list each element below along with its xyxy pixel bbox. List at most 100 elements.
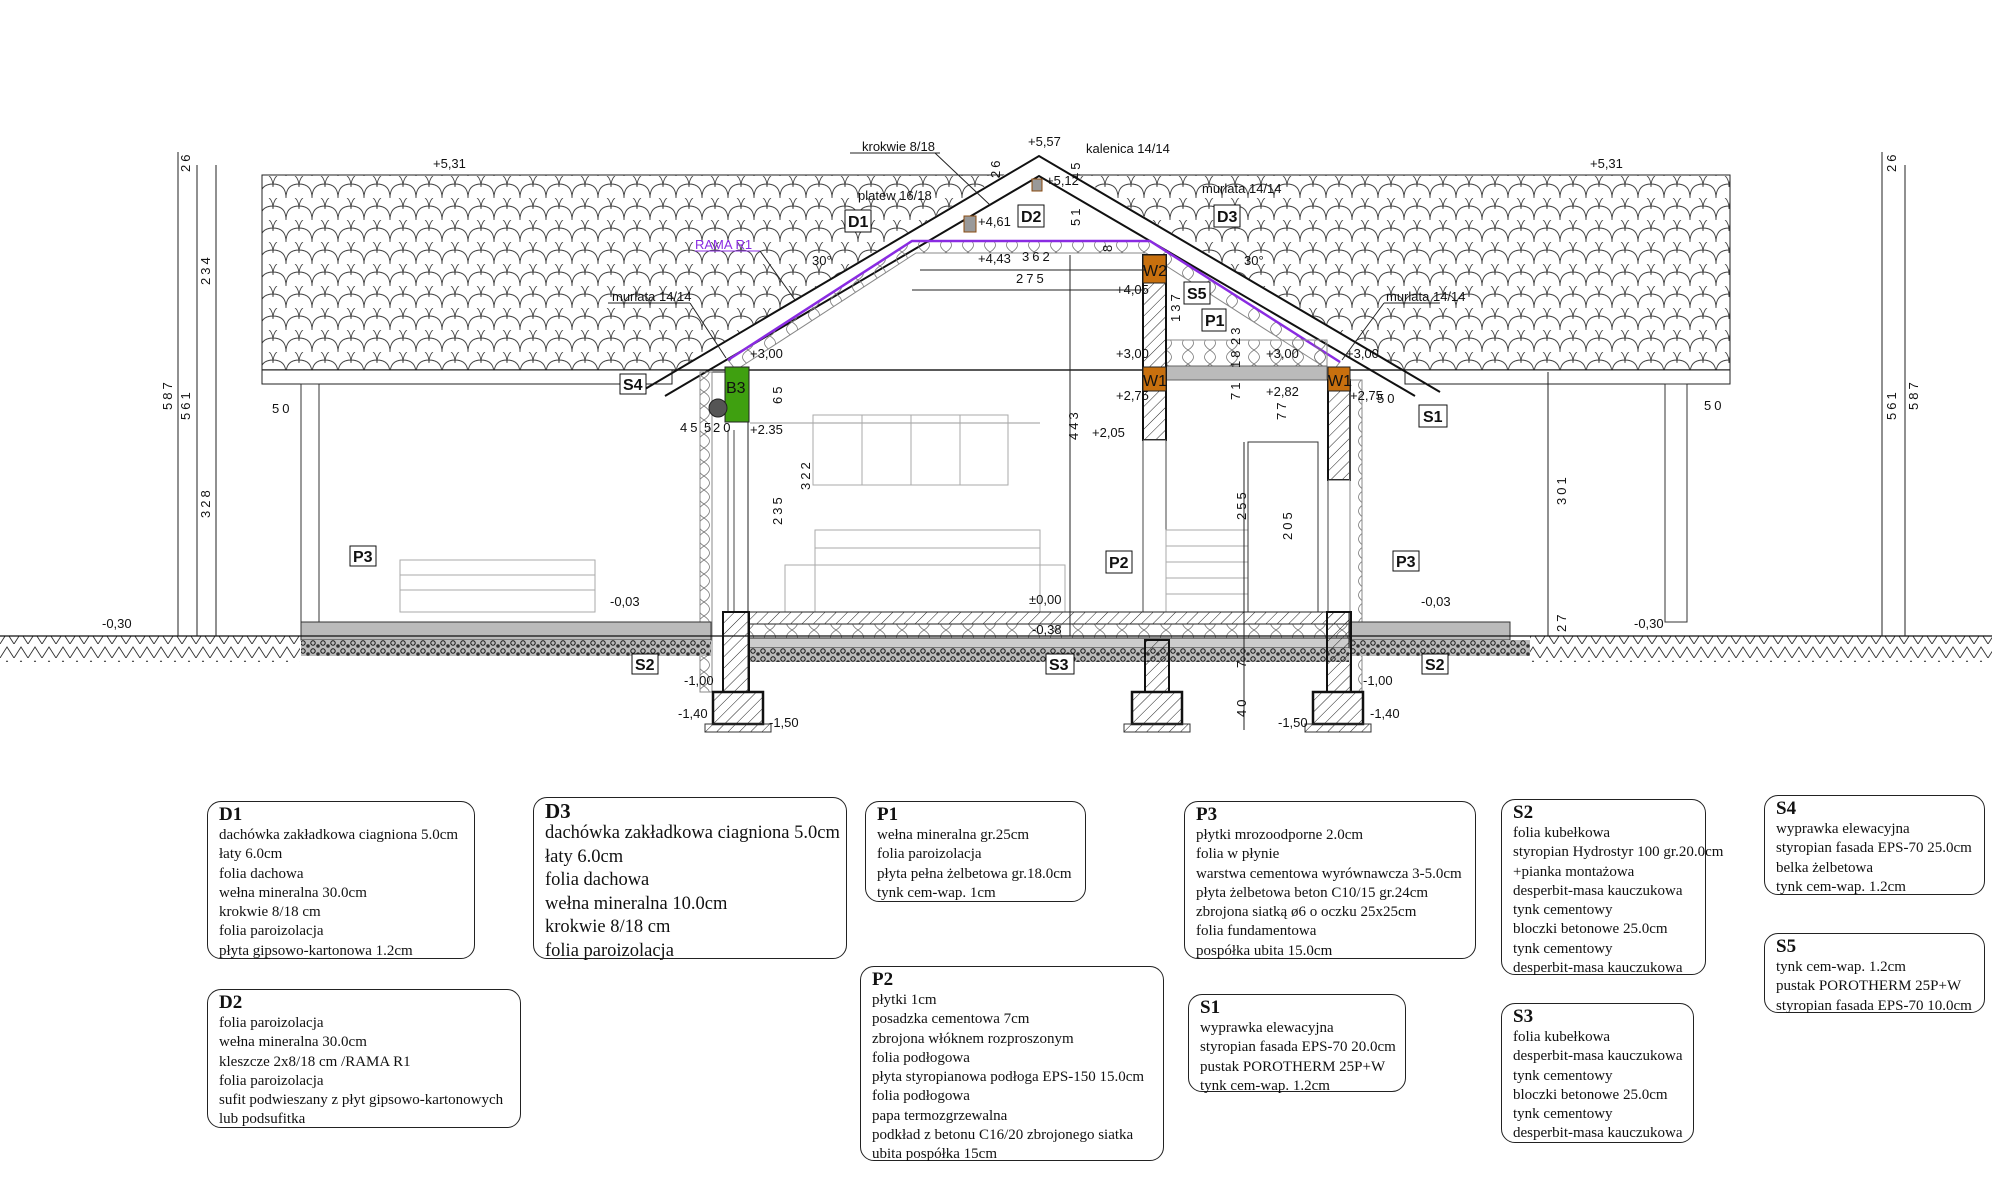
ground-left [0, 636, 300, 662]
ground-right [1530, 636, 1992, 662]
tag-d2: D2 [1017, 204, 1045, 228]
callouts: krokwie 8/18 kalenica 14/14 platew 16/18… [608, 139, 1466, 361]
legend-line: wyprawka elewacyjna [1776, 821, 1910, 837]
level-label: +5,31 [1590, 156, 1623, 171]
dim-label: 26 [988, 158, 1003, 178]
dim-label: 275 [1016, 271, 1047, 286]
legend-line: folia paroizolacja [219, 1015, 324, 1031]
dim-label: 40 [1234, 697, 1249, 717]
legend-line: tynk cem-wap. 1.2cm [1776, 959, 1906, 975]
legend-line: płytki mrozoodporne 2.0cm [1196, 827, 1364, 843]
angle-label: 30° [1244, 253, 1264, 268]
rama-r1-label: RAMA R1 [695, 237, 752, 252]
legend-line: ubita pospółka 15cm [872, 1146, 997, 1163]
callout-label: kalenica 14/14 [1086, 141, 1170, 156]
terrace-column-right [1664, 383, 1688, 623]
dim-label: 587 [160, 379, 175, 410]
tag-label: P1 [1205, 313, 1225, 330]
callout-label: murlata 14/14 [612, 289, 692, 304]
rama-r1-line [727, 239, 1341, 364]
dim-label: 50 [1377, 391, 1397, 406]
tag-label: S3 [1049, 657, 1069, 674]
purlin [963, 215, 977, 233]
tag-label: S5 [1187, 286, 1207, 303]
legend-line: styropian Hydrostyr 100 gr.20.0cm [1513, 844, 1724, 861]
dim-label: 51 [1068, 206, 1083, 226]
tag-s4: S4 [619, 373, 647, 395]
level-label: -1,40 [1370, 706, 1400, 721]
dim-label: 20 [713, 420, 733, 435]
dim-label: 77 [1274, 400, 1289, 420]
legend-s1: S1 wyprawka elewacyjna styropian fasada … [1188, 994, 1406, 1094]
legend-line: płyta styropianowa podłoga EPS-150 15.0c… [872, 1069, 1145, 1086]
legend-line: krokwie 8/18 cm [545, 917, 671, 937]
legend-title: P3 [1196, 804, 1218, 825]
dim-label: 5 [704, 420, 714, 435]
footing-left [711, 690, 765, 726]
dim-label: 27 [1554, 612, 1569, 632]
legend-title: D2 [219, 992, 243, 1013]
legend-title: S1 [1200, 997, 1221, 1018]
wall-interior-lower [1142, 439, 1167, 613]
tag-label: P2 [1109, 555, 1129, 572]
dim-label: 45 [1068, 160, 1083, 180]
tag-p3-left: P3 [349, 545, 377, 567]
legend-line: dachówka zakładkowa ciagniona 5.0cm [219, 827, 459, 843]
legend-line: styropian fasada EPS-70 20.0cm [1200, 1039, 1396, 1056]
wall-left-insulation [699, 371, 713, 693]
dim-label: 561 [178, 389, 193, 420]
wall-right [1327, 379, 1351, 481]
wardrobe [1165, 529, 1249, 613]
level-label: +4,05 [1116, 282, 1149, 297]
legend-line: lub podsufitka [219, 1111, 306, 1128]
dim-label: 443 [1066, 409, 1081, 440]
dim-label: 8 [1100, 242, 1115, 252]
legend-line: warstwa cementowa wyrównawcza 3-5.0cm [1196, 865, 1462, 882]
legend-line: wełna mineralna 30.0cm [219, 1034, 367, 1051]
level-label: -1,00 [684, 673, 714, 688]
plate-w2 [1142, 254, 1167, 284]
dim-label: 362 [1022, 249, 1053, 264]
legend-s5: S5 tynk cem-wap. 1.2cm pustak POROTHERM … [1764, 933, 1985, 1014]
legend-title: D1 [219, 804, 243, 825]
level-label: +5,31 [433, 156, 466, 171]
terrace-column-left [300, 383, 320, 623]
legend-line: płytki 1cm [872, 992, 937, 1008]
legend-line: tynk cem-wap. 1.2cm [1776, 878, 1906, 895]
legend-line: folia kubełkowa [1513, 1029, 1611, 1045]
tag-d3: D3 [1213, 204, 1241, 228]
blinding-right [1304, 723, 1372, 733]
legend-line: tynk cementowy [1513, 1106, 1613, 1123]
legend-p3: P3 płytki mrozoodporne 2.0cm folia w pły… [1184, 801, 1476, 959]
legend-line: folia paroizolacja [219, 923, 324, 940]
tag-s2-right: S2 [1421, 653, 1449, 675]
dim-label: 26 [178, 152, 193, 172]
level-label: +2.35 [750, 422, 783, 437]
angle-label: 30° [812, 253, 832, 268]
legend-title: S3 [1513, 1006, 1534, 1027]
dim-label: 71 [1228, 380, 1243, 400]
legend-d1: D1 dachówka zakładkowa ciagniona 5.0cm ł… [207, 801, 475, 959]
legend-line: pustak POROTHERM 25P+W [1200, 1058, 1386, 1075]
level-label: +5,57 [1028, 134, 1061, 149]
legend-line: folia dachowa [545, 870, 650, 890]
tag-label: D3 [1217, 209, 1238, 226]
terrace-left [300, 621, 712, 641]
legend-line: +pianka montażowa [1513, 863, 1635, 880]
blinding-left [704, 723, 772, 733]
tag-label: P3 [353, 549, 373, 566]
legend-line: wełna mineralna 10.0cm [545, 893, 728, 914]
legend-line: desperbit-masa kauczukowa [1513, 1048, 1683, 1065]
attic-slab [1165, 365, 1328, 381]
legend-line: zbrojona włóknem rozproszonym [872, 1030, 1074, 1047]
callout-label: murlata 14/14 [1386, 289, 1466, 304]
legend-line: zbrojona siatką ø6 o oczku 25x25cm [1196, 904, 1417, 921]
legend-line: posadzka cementowa 7cm [872, 1011, 1030, 1028]
legend-line: tynk cementowy [1513, 902, 1613, 919]
gutter-icon [708, 398, 728, 418]
element-label-w1: W1 [1328, 373, 1352, 390]
kitchen-furniture [784, 414, 1066, 613]
dim-label: 50 [272, 401, 292, 416]
tag-s5: S5 [1183, 281, 1211, 305]
legend-line: łaty 6.0cm [219, 846, 283, 863]
